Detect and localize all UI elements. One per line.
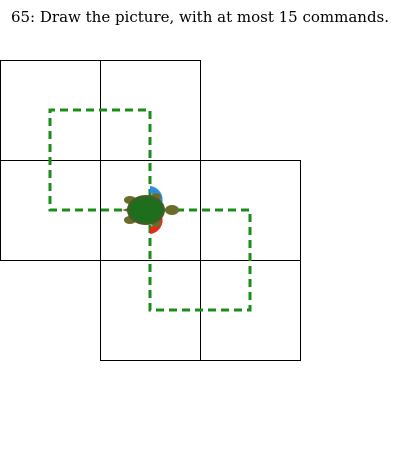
target-square-lower-right (148, 208, 252, 312)
puzzle-title: 65: Draw the picture, with at most 15 co… (10, 8, 390, 26)
target-path (48, 108, 252, 312)
turtle-icon (122, 186, 179, 234)
turtle-tail (122, 208, 128, 212)
target-square-upper-left (48, 108, 152, 212)
turtle-shell (127, 195, 165, 225)
turtle-head (165, 205, 179, 215)
